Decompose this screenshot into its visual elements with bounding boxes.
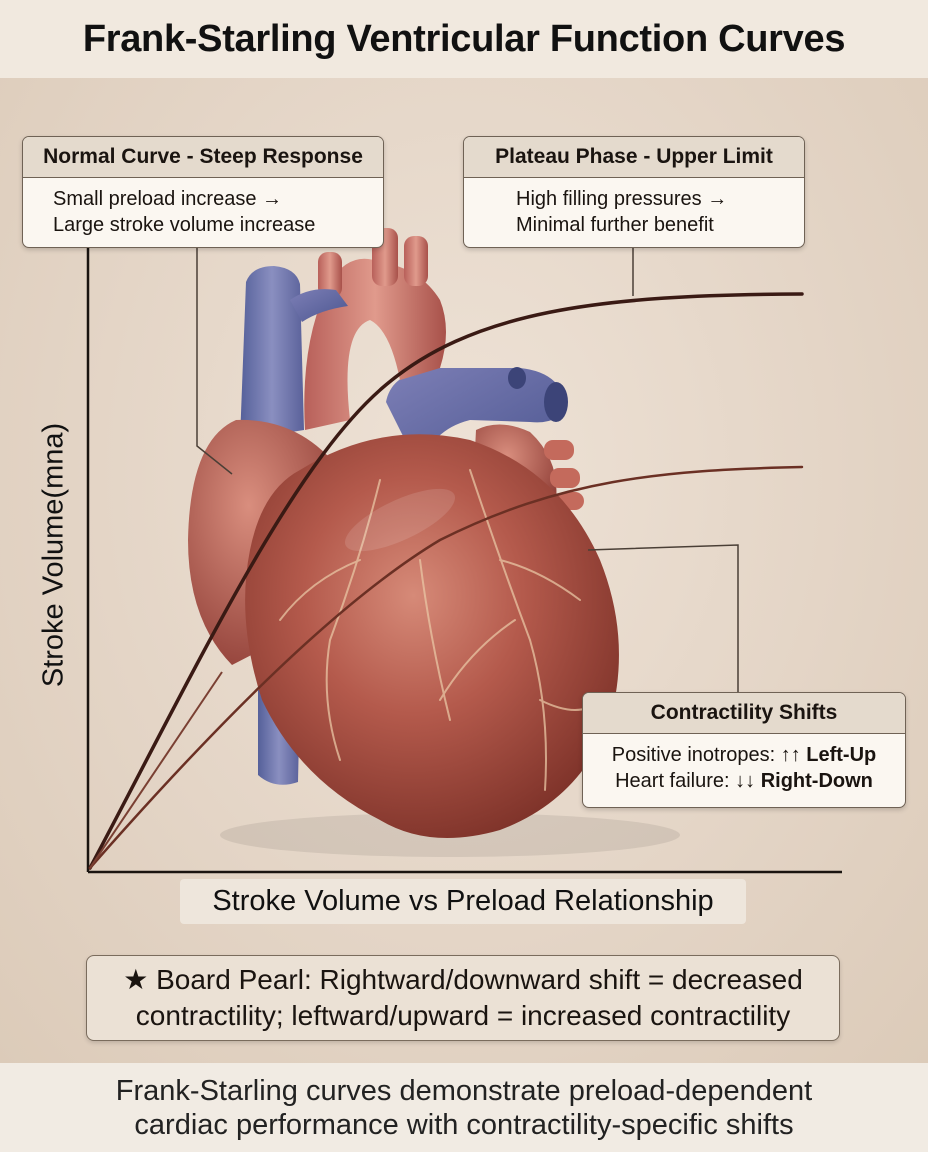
pulmonary-vein-1 bbox=[544, 440, 574, 460]
contractility-shifts-text: Positive inotropes: ↑↑ Left-Up Heart fai… bbox=[583, 734, 905, 802]
aortic-branch-3 bbox=[404, 236, 428, 286]
footer-line-1: Frank-Starling curves demonstrate preloa… bbox=[115, 1074, 813, 1107]
right-down-text: Right-Down bbox=[760, 770, 873, 792]
board-pearl-box: ★ Board Pearl: Rightward/downward shift … bbox=[86, 955, 840, 1041]
heart-failure-text: Heart failure: ↓↓ bbox=[615, 770, 761, 792]
heart-illustration bbox=[188, 228, 680, 857]
contractility-line-2: Heart failure: ↓↓ Right-Down bbox=[593, 768, 895, 794]
plateau-phase-callout: Plateau Phase - Upper Limit High filling… bbox=[463, 136, 805, 248]
curve-guide-line bbox=[89, 671, 223, 869]
board-pearl-line-2: contractility; leftward/upward = increas… bbox=[135, 1000, 791, 1031]
normal-curve-callout: Normal Curve - Steep Response Small prel… bbox=[22, 136, 384, 248]
plateau-phase-line-2: Minimal further benefit bbox=[516, 214, 714, 236]
contractility-line-1: Positive inotropes: ↑↑ Left-Up bbox=[593, 742, 895, 768]
leader-lines bbox=[196, 246, 739, 692]
y-axis-label: Stroke Volume(mna) bbox=[37, 422, 70, 688]
normal-curve-line-2: Large stroke volume increase bbox=[53, 214, 316, 236]
superior-vena-cava bbox=[240, 266, 304, 440]
pulmonary-artery-branch bbox=[290, 289, 348, 322]
leader-contractility bbox=[587, 544, 739, 692]
footer-caption: Frank-Starling curves demonstrate preloa… bbox=[0, 1063, 928, 1152]
contractility-shifts-heading: Contractility Shifts bbox=[583, 693, 905, 734]
contractility-shifts-callout: Contractility Shifts Positive inotropes:… bbox=[582, 692, 906, 808]
leader-normal bbox=[196, 246, 233, 475]
normal-contractility-curve bbox=[88, 292, 804, 870]
plateau-phase-heading: Plateau Phase - Upper Limit bbox=[464, 137, 804, 178]
reduced-contractility-curve bbox=[88, 465, 804, 870]
board-pearl-line-1: ★ Board Pearl: Rightward/downward shift … bbox=[123, 964, 803, 995]
aortic-branch-1 bbox=[318, 252, 342, 298]
plateau-phase-text: High filling pressures → Minimal further… bbox=[464, 178, 804, 246]
page-title: Frank-Starling Ventricular Function Curv… bbox=[82, 17, 846, 60]
heart-highlight bbox=[344, 488, 456, 552]
coronary-vessels bbox=[279, 469, 601, 791]
normal-curve-heading: Normal Curve - Steep Response bbox=[23, 137, 383, 178]
x-axis-label: Stroke Volume vs Preload Relationship bbox=[180, 879, 746, 924]
pulmonary-branch bbox=[508, 367, 526, 389]
footer-line-2: cardiac performance with contractility-s… bbox=[134, 1108, 794, 1141]
left-up-text: Left-Up bbox=[806, 744, 877, 766]
title-bar: Frank-Starling Ventricular Function Curv… bbox=[0, 0, 928, 78]
pulmonary-opening bbox=[544, 382, 568, 422]
plateau-phase-line-1: High filling pressures → bbox=[516, 188, 728, 210]
inotropes-text: Positive inotropes: ↑↑ bbox=[611, 744, 807, 766]
axes bbox=[86, 246, 842, 874]
normal-curve-line-1: Small preload increase → bbox=[53, 188, 282, 210]
normal-curve-text: Small preload increase → Large stroke vo… bbox=[23, 178, 383, 246]
pulmonary-vein-2 bbox=[550, 468, 580, 488]
